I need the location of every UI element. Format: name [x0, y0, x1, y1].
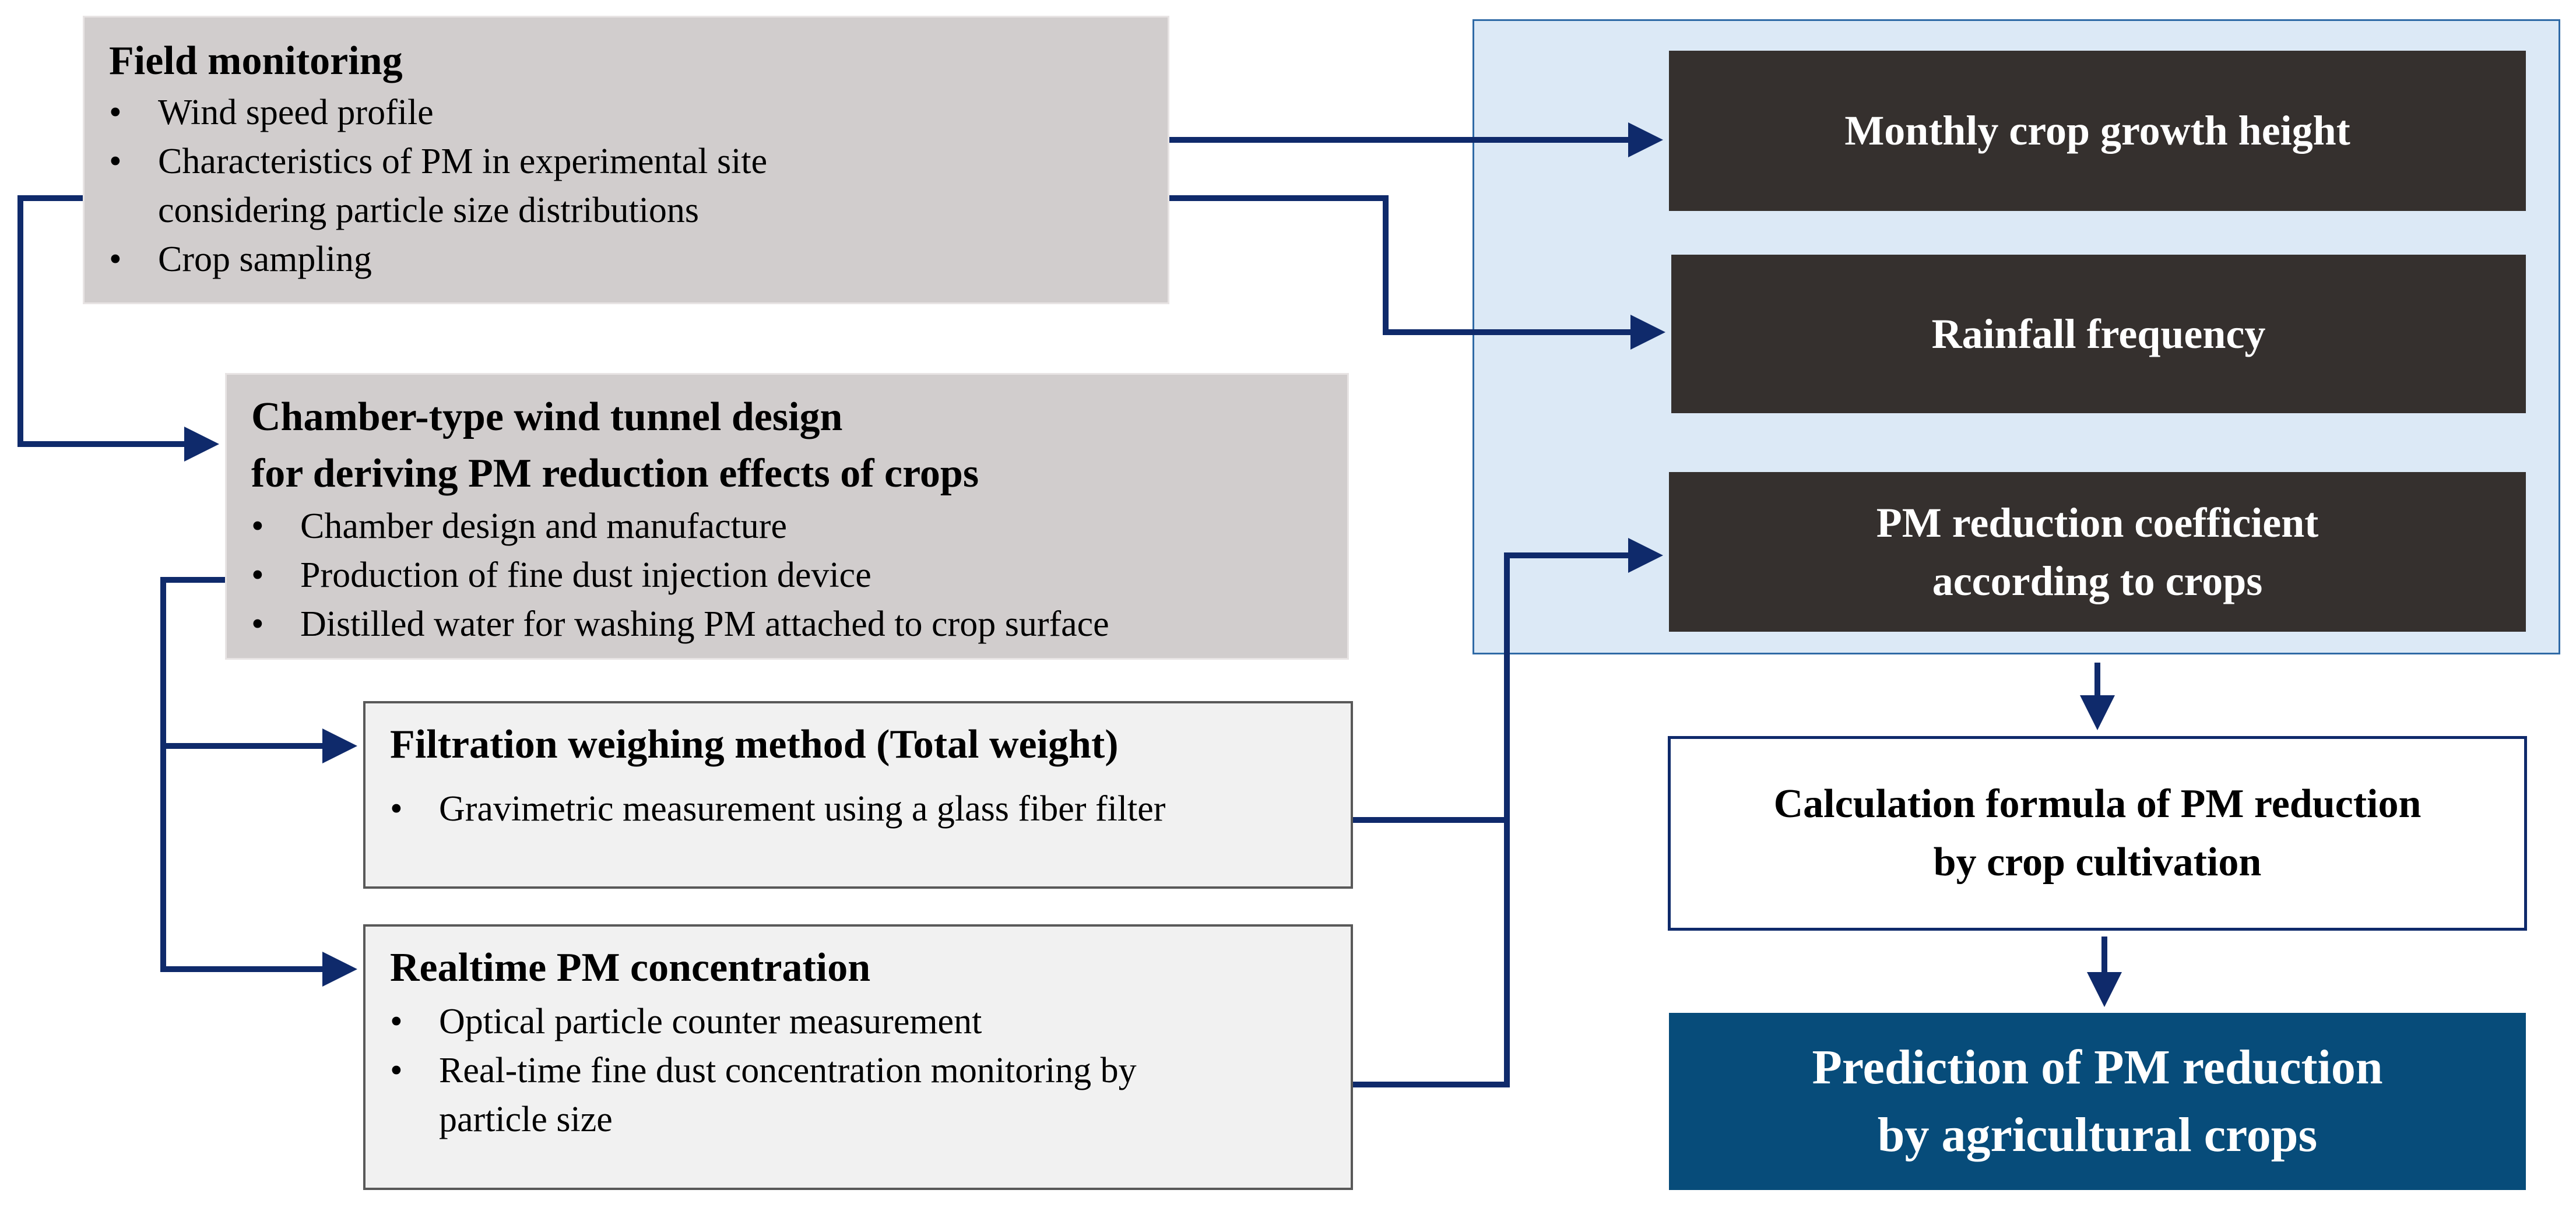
list-item: Wind speed profile — [109, 88, 1168, 137]
list-item: Production of fine dust injection device — [251, 551, 1347, 600]
rainfall-box: Rainfall frequency — [1671, 255, 2526, 413]
connector-realtime-to-coefficient — [1353, 538, 1663, 1087]
realtime-pm-box: Realtime PM concentration Optical partic… — [363, 924, 1353, 1190]
monthly-growth-label: Monthly crop growth height — [1844, 107, 2350, 154]
continuation-text: considering particle size distributions — [158, 191, 700, 230]
connector-field-to-chamber — [17, 195, 219, 462]
continuation-text: particle size — [439, 1100, 613, 1139]
formula-line1: Calculation formula of PM reduction — [1773, 781, 2422, 826]
monthly-growth-box: Monthly crop growth height — [1669, 51, 2526, 211]
field-monitoring-box: Field monitoring Wind speed profile Char… — [83, 16, 1169, 304]
prediction-line2: by agricultural crops — [1877, 1108, 2318, 1162]
coefficient-label-line2: according to crops — [1932, 558, 2263, 604]
list-item: Distilled water for washing PM attached … — [251, 600, 1347, 649]
connector-field-to-rainfall — [1169, 195, 1665, 350]
chamber-title-line2: for deriving PM reduction effects of cro… — [251, 451, 979, 496]
filtration-method-box: Filtration weighing method (Total weight… — [363, 701, 1353, 889]
filtration-list: Gravimetric measurement using a glass fi… — [390, 784, 1351, 833]
prediction-line1: Prediction of PM reduction — [1812, 1040, 2383, 1094]
rainfall-label: Rainfall frequency — [1931, 310, 2266, 357]
formula-box: Calculation formula of PM reduction by c… — [1668, 736, 2527, 931]
prediction-box: Prediction of PM reduction by agricultur… — [1669, 1013, 2526, 1190]
coefficient-box: PM reduction coefficient according to cr… — [1669, 472, 2526, 632]
realtime-list: Optical particle counter measurement Rea… — [390, 997, 1351, 1144]
realtime-title: Realtime PM concentration — [390, 945, 871, 990]
chamber-design-box: Chamber-type wind tunnel design for deri… — [225, 373, 1349, 660]
list-item-continuation: particle size — [390, 1095, 1351, 1144]
list-item-continuation: considering particle size distributions — [109, 186, 1168, 235]
list-item: Crop sampling — [109, 235, 1168, 284]
filtration-title: Filtration weighing method (Total weight… — [390, 722, 1119, 767]
list-item: Optical particle counter measurement — [390, 997, 1351, 1046]
connector-chamber-to-realtime — [160, 743, 357, 987]
list-item: Real-time fine dust concentration monito… — [390, 1046, 1351, 1095]
chamber-title-line1: Chamber-type wind tunnel design — [251, 395, 843, 439]
field-monitoring-title: Field monitoring — [109, 38, 403, 83]
field-monitoring-list: Wind speed profile Characteristics of PM… — [109, 88, 1168, 284]
list-item: Characteristics of PM in experimental si… — [109, 137, 1168, 186]
formula-line2: by crop cultivation — [1933, 840, 2262, 885]
list-item: Gravimetric measurement using a glass fi… — [390, 784, 1351, 833]
coefficient-label-line1: PM reduction coefficient — [1876, 499, 2319, 546]
connector-chamber-to-filtration — [160, 577, 357, 763]
list-item: Chamber design and manufacture — [251, 502, 1347, 551]
chamber-list: Chamber design and manufacture Productio… — [251, 502, 1347, 649]
